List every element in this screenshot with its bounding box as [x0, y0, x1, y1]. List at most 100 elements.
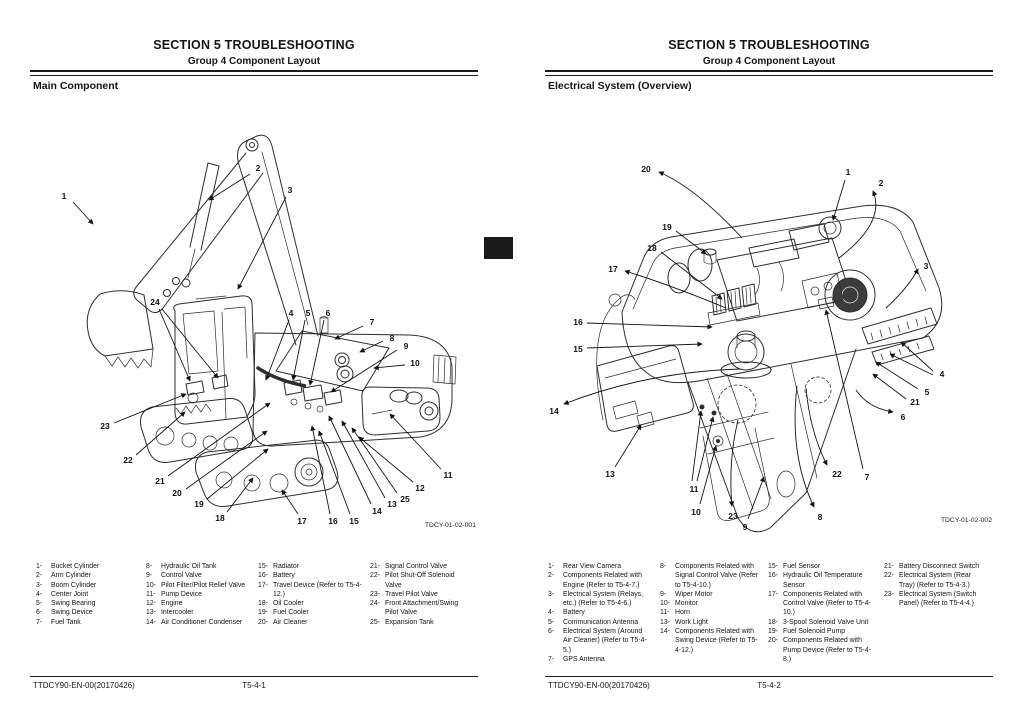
legend-item-label: Electrical System (Switch Panel) (Refer …	[899, 590, 977, 608]
callout-number: 11	[444, 470, 453, 480]
callout-number: 24	[150, 297, 160, 307]
callout-leader	[875, 361, 919, 390]
legend-item-label: Hydraulic Oil Temperature Sensor	[783, 572, 863, 589]
legend-item-number: 23-	[370, 590, 380, 598]
callout-leader	[900, 341, 934, 372]
legend-item-number: 8-	[146, 563, 153, 570]
callout-leader	[158, 308, 191, 382]
callout-leader	[310, 425, 331, 515]
legend-item: 13-Work Light	[660, 618, 760, 627]
callout-number: 21	[910, 397, 920, 407]
legend-item: 23-Electrical System (Switch Panel) (Ref…	[884, 590, 984, 609]
legend-item-label: Pump Device	[161, 590, 202, 598]
legend-item: 12-Engine	[146, 599, 250, 608]
legend-item-label: Fuel Tank	[51, 618, 81, 626]
legend-item: 4-Center Joint	[36, 590, 136, 599]
legend-item-number: 18-	[768, 618, 778, 626]
legend-item-number: 9-	[146, 572, 153, 580]
excavator-line-art	[86, 134, 457, 507]
callout-leader	[691, 410, 704, 482]
callout-number: 7	[370, 317, 375, 327]
header-rule	[545, 70, 993, 76]
callout-number: 2	[256, 163, 261, 173]
callout-leader	[318, 430, 351, 515]
legend-item-label: Battery	[563, 609, 585, 617]
legend-item-number: 19-	[768, 628, 778, 636]
legend-item: 2-Arm Cylinder	[36, 571, 136, 580]
callout-number: 6	[326, 308, 331, 318]
callout-leader	[351, 427, 398, 494]
legend-item-number: 8-	[660, 563, 667, 570]
callout-number: 18	[215, 513, 225, 523]
legend-item-label: Hydraulic Oil Tank	[161, 563, 217, 570]
legend-item-label: Air Conditioner Condenser	[161, 618, 243, 626]
legend-item: 8-Components Related with Signal Control…	[660, 562, 760, 590]
callout-leader	[658, 171, 743, 239]
legend-item: 16-Battery	[258, 571, 362, 580]
legend-item-label: Work Light	[675, 618, 708, 626]
footer-rule	[30, 676, 478, 677]
legend-item: 22-Electrical System (Rear Tray) (Refer …	[884, 571, 984, 590]
legend-item-number: 18-	[258, 600, 268, 608]
callout-leader	[281, 489, 299, 515]
callout-number: 14	[549, 406, 559, 416]
legend-item: 5-Swing Bearing	[36, 599, 136, 608]
callout-number: 23	[100, 421, 110, 431]
legend-item-number: 9-	[660, 590, 667, 598]
legend-item: 20-Air Cleaner	[258, 618, 362, 627]
callout-number: 9	[743, 522, 748, 532]
callout-leader	[614, 424, 642, 468]
legend-item-number: 6-	[36, 609, 43, 617]
legend-item-label: Fuel Sensor	[783, 563, 821, 570]
callout-leader	[747, 476, 765, 520]
callout-leader	[161, 308, 219, 379]
legend-item-label: Center Joint	[51, 590, 89, 598]
legend-item-number: 11-	[660, 609, 670, 617]
legend-item-label: Rear View Camera	[563, 563, 622, 570]
callout-leader	[328, 415, 372, 505]
legend-item: 18-Oil Cooler	[258, 599, 362, 608]
callout-number: 21	[155, 476, 165, 486]
legend-item-label: 3-Spool Solenoid Valve Unit	[783, 618, 869, 626]
legend-item-label: Control Valve	[161, 572, 202, 580]
callout-leader	[341, 420, 386, 499]
legend-item-label: Engine	[161, 600, 183, 608]
legend-item: 14-Air Conditioner Condenser	[146, 618, 250, 627]
callout-number: 20	[641, 164, 651, 174]
figure-code: TDCY-01-02-002	[940, 517, 992, 524]
legend-item: 21-Battery Disconnect Switch	[884, 562, 984, 571]
legend-item-number: 2-	[548, 572, 555, 580]
callout-number: 19	[194, 499, 204, 509]
legend-item-label: Arm Cylinder	[51, 572, 91, 580]
callout-leader	[586, 341, 703, 349]
header-rule	[30, 70, 478, 76]
callout-leader	[226, 477, 254, 513]
callout-number: 22	[123, 455, 133, 465]
legend-item: 11-Horn	[660, 608, 760, 617]
callout-leader	[373, 364, 406, 371]
callout-number: 15	[349, 516, 359, 526]
callout-leader	[185, 430, 268, 490]
callout-leader	[308, 319, 325, 386]
callout-number: 8	[390, 333, 395, 343]
legend-item: 3-Boom Cylinder	[36, 581, 136, 590]
legend-item-label: Intercooler	[161, 609, 194, 617]
callout-number: 2	[879, 178, 884, 188]
callout-number: 20	[172, 488, 182, 498]
callout-leader	[805, 387, 828, 466]
legend-item-label: Boom Cylinder	[51, 581, 97, 589]
legend-item-number: 11-	[146, 590, 156, 598]
legend-item-label: Pilot Shut-Off Solenoid Valve	[385, 572, 455, 589]
legend-item-number: 22-	[370, 572, 380, 580]
legend-item: 16-Hydraulic Oil Temperature Sensor	[768, 571, 874, 590]
callout-leader	[838, 190, 878, 259]
legend-item: 23-Travel Pilot Valve	[370, 590, 470, 599]
callout-leader	[586, 322, 713, 330]
callout-number: 17	[297, 516, 307, 526]
